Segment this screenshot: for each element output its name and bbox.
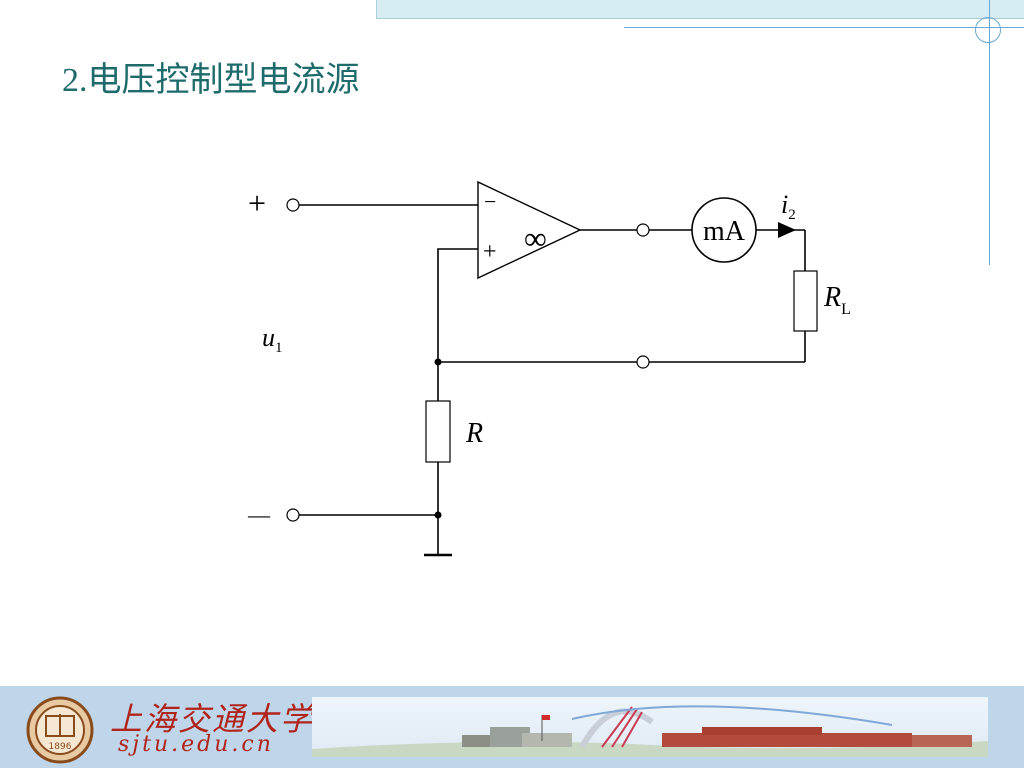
seal-year: 1896	[49, 742, 72, 752]
return-terminal	[636, 355, 650, 369]
campus-banner	[312, 697, 988, 757]
wire-noninverting	[437, 248, 478, 401]
header-band	[376, 0, 1024, 19]
current-arrow-icon	[778, 222, 796, 238]
footer-bar: 1896 上海交通大学 sjtu.edu.cn	[0, 686, 1024, 768]
input-minus-terminal	[286, 508, 300, 522]
input-minus-sign: —	[247, 502, 271, 527]
slide-title: 2.电压控制型电流源	[62, 62, 360, 99]
opamp-gain-symbol: ∞	[524, 220, 547, 256]
input-voltage-label: u1	[262, 323, 283, 356]
load-resistor	[793, 270, 818, 332]
opamp-triangle	[477, 180, 582, 280]
university-url: sjtu.edu.cn	[118, 732, 274, 757]
university-seal-icon: 1896	[26, 696, 94, 764]
side-rule	[989, 0, 990, 265]
circuit-diagram: + — u1 − + ∞ mA i2 RL R	[247, 180, 851, 557]
current-label: i2	[781, 190, 796, 223]
university-name-logo: 上海交通大学	[110, 700, 315, 738]
meter-label: mA	[703, 216, 746, 247]
input-plus-sign: +	[248, 185, 266, 221]
load-resistor-label: RL	[823, 282, 851, 318]
opamp-plus-label: +	[483, 239, 497, 265]
campus-skyline-image	[312, 705, 988, 757]
feedback-resistor	[425, 400, 451, 463]
feedback-resistor-label: R	[465, 418, 483, 449]
corner-circle-ornament	[975, 17, 1001, 43]
header-rule	[624, 27, 1024, 28]
junction-dot-feedback	[434, 358, 442, 366]
input-plus-terminal	[286, 198, 300, 212]
milliammeter	[691, 197, 757, 263]
output-terminal	[636, 223, 650, 237]
opamp-minus-label: −	[484, 189, 496, 214]
junction-dot-ground	[434, 511, 442, 519]
